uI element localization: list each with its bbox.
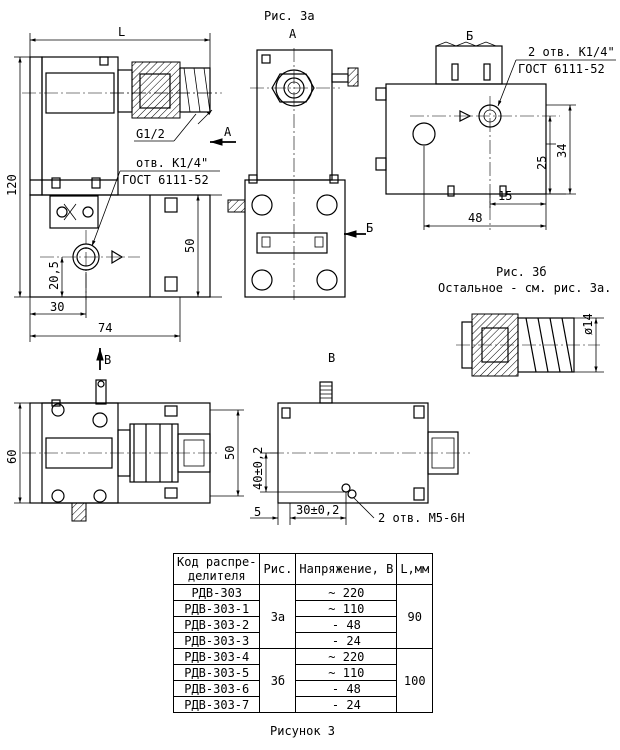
hole1-line2: ГОСТ 6111-52 [122,173,209,187]
dim-25: 25 [535,156,549,170]
row-code: РДВ-303 [172,584,261,601]
dim-120: 120 [5,174,19,196]
row-voltage: - 48 [295,616,398,633]
front-view: L 120 50 20,5 30 74 G1/2 отв. К1/4" ГОСТ… [5,25,236,370]
hole2-line1: 2 отв. К1/4" [528,45,615,59]
table-header-row: Код распре-делителя Рис. Напряжение, В L… [172,553,434,585]
row-voltage: - 48 [295,680,398,697]
dim-34: 34 [555,144,569,158]
dim-15: 15 [498,189,512,203]
fig3a-title: Рис. 3а [264,9,315,23]
fig3b-title: Рис. 3б [496,265,547,279]
view-a-title: А [289,27,297,41]
row-voltage: ~ 110 [295,664,398,681]
row-fig: 3а [259,584,297,649]
arrow-a: А [224,125,232,139]
dim-5: 5 [254,505,261,519]
arrow-b: Б [366,221,373,235]
row-code: РДВ-303-6 [172,680,261,697]
row-code: РДВ-303-5 [172,664,261,681]
dim-50b: 50 [223,446,237,460]
dim-40: 40±0,2 [251,447,265,490]
table-row: РДВ-303 3а ~ 220 90 [172,584,434,649]
table-row: РДВ-303-3 - 24 [172,632,433,649]
header-voltage: Напряжение, В [295,553,398,585]
header-length: L,мм [396,553,434,585]
dim-50: 50 [183,239,197,253]
view-b-title: Б [466,29,473,43]
row-code: РДВ-303-1 [172,600,261,617]
view-a: Б [227,48,373,300]
row-code: РДВ-303-3 [172,632,261,649]
distributor-table: Код распре-делителя Рис. Напряжение, В L… [172,553,434,713]
table-row: РДВ-303-6 - 48 [172,680,433,697]
hole1-line1: отв. К1/4" [136,156,208,170]
row-length: 90 [396,584,434,649]
dim-74: 74 [98,321,112,335]
view-v: В 5 30±0,2 40±0,2 2 отв. М5-6Н [250,351,470,525]
fig3b-view: Рис. 3б Остальное - см. рис. 3а. ø14 [438,265,611,377]
view-b: 2 отв. К1/4" ГОСТ 6111-52 25 34 15 48 [375,41,616,230]
hole2-line2: ГОСТ 6111-52 [518,62,605,76]
table-row: РДВ-303-7 - 24 [172,696,433,713]
table-row: РДВ-303-5 ~ 110 [172,664,433,681]
row-code: РДВ-303-7 [172,696,261,713]
row-code: РДВ-303-4 [172,648,261,665]
dim-30: 30 [50,300,64,314]
dim-30b: 30±0,2 [296,503,339,517]
row-voltage: ~ 220 [295,648,398,665]
dim-20-5: 20,5 [47,261,61,290]
table-row: РДВ-303-2 - 48 [172,616,433,633]
dim-48: 48 [468,211,482,225]
header-code: Код распре-делителя [172,553,261,585]
dim-d14: ø14 [581,313,595,335]
figure-caption: Рисунок 3 [270,724,336,738]
holes-m5: 2 отв. М5-6Н [378,511,465,525]
arrow-v: В [104,353,111,367]
row-voltage: ~ 220 [295,584,398,601]
table-row: РДВ-303-1 ~ 110 [172,600,433,617]
dim-60: 60 [5,450,19,464]
row-voltage: - 24 [295,696,398,713]
fig3b-note: Остальное - см. рис. 3а. [438,281,611,295]
view-v-title: В [328,351,335,365]
table-row: РДВ-303-4 3б ~ 220 100 [172,648,434,713]
dim-L: L [118,25,125,39]
bottom-view: 60 50 [5,379,244,522]
thread-g: G1/2 [136,127,165,141]
row-voltage: ~ 110 [295,600,398,617]
row-voltage: - 24 [295,632,398,649]
row-length: 100 [396,648,434,713]
row-code: РДВ-303-2 [172,616,261,633]
header-fig: Рис. [259,553,297,585]
row-fig: 3б [259,648,297,713]
